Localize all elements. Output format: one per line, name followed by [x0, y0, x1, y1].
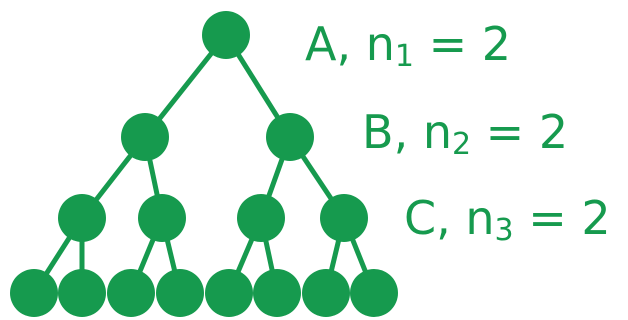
label-c-letter: C — [404, 191, 436, 245]
level-labels: A, n1 = 2 B, n2 = 2 C, n3 = 2 — [305, 17, 611, 248]
label-a-value: 2 — [482, 17, 511, 71]
level-label-a: A, n1 = 2 — [305, 17, 511, 74]
label-a-eq: = — [414, 17, 482, 71]
label-b-sep: , — [394, 105, 423, 159]
label-b-value: 2 — [539, 105, 568, 159]
tree-node-level-2-3 — [237, 194, 285, 242]
label-a-letter: A — [305, 17, 337, 71]
level-label-c: C, n3 = 2 — [404, 191, 611, 248]
tree-node-leaf-7 — [302, 269, 350, 317]
label-b-letter: B — [362, 105, 394, 159]
tree-node-leaf-5 — [205, 269, 253, 317]
nodes-layer — [10, 11, 398, 317]
edges-layer — [31, 33, 377, 295]
tree-node-level-2-4 — [320, 194, 368, 242]
tree-node-leaf-1 — [10, 269, 58, 317]
tree-node-level-1-2 — [266, 113, 314, 161]
label-a-sub: 1 — [395, 39, 414, 74]
label-c-var: n — [465, 191, 494, 245]
label-c-sep: , — [436, 191, 465, 245]
label-c-value: 2 — [581, 191, 610, 245]
label-b-eq: = — [471, 105, 539, 159]
tree-node-leaf-2 — [58, 269, 106, 317]
level-label-b: B, n2 = 2 — [362, 105, 568, 162]
label-b-var: n — [423, 105, 452, 159]
label-c-sub: 3 — [495, 213, 514, 248]
tree-node-leaf-3 — [107, 269, 155, 317]
tree-node-leaf-8 — [350, 269, 398, 317]
tree-node-root — [202, 11, 250, 59]
tree-node-level-1-1 — [121, 113, 169, 161]
label-c-eq: = — [514, 191, 582, 245]
label-b-sub: 2 — [452, 127, 471, 162]
tree-node-level-2-1 — [58, 194, 106, 242]
tree-node-level-2-2 — [138, 194, 186, 242]
tree-node-leaf-4 — [156, 269, 204, 317]
tree-node-leaf-6 — [253, 269, 301, 317]
label-a-var: n — [366, 17, 395, 71]
label-a-sep: , — [336, 17, 365, 71]
